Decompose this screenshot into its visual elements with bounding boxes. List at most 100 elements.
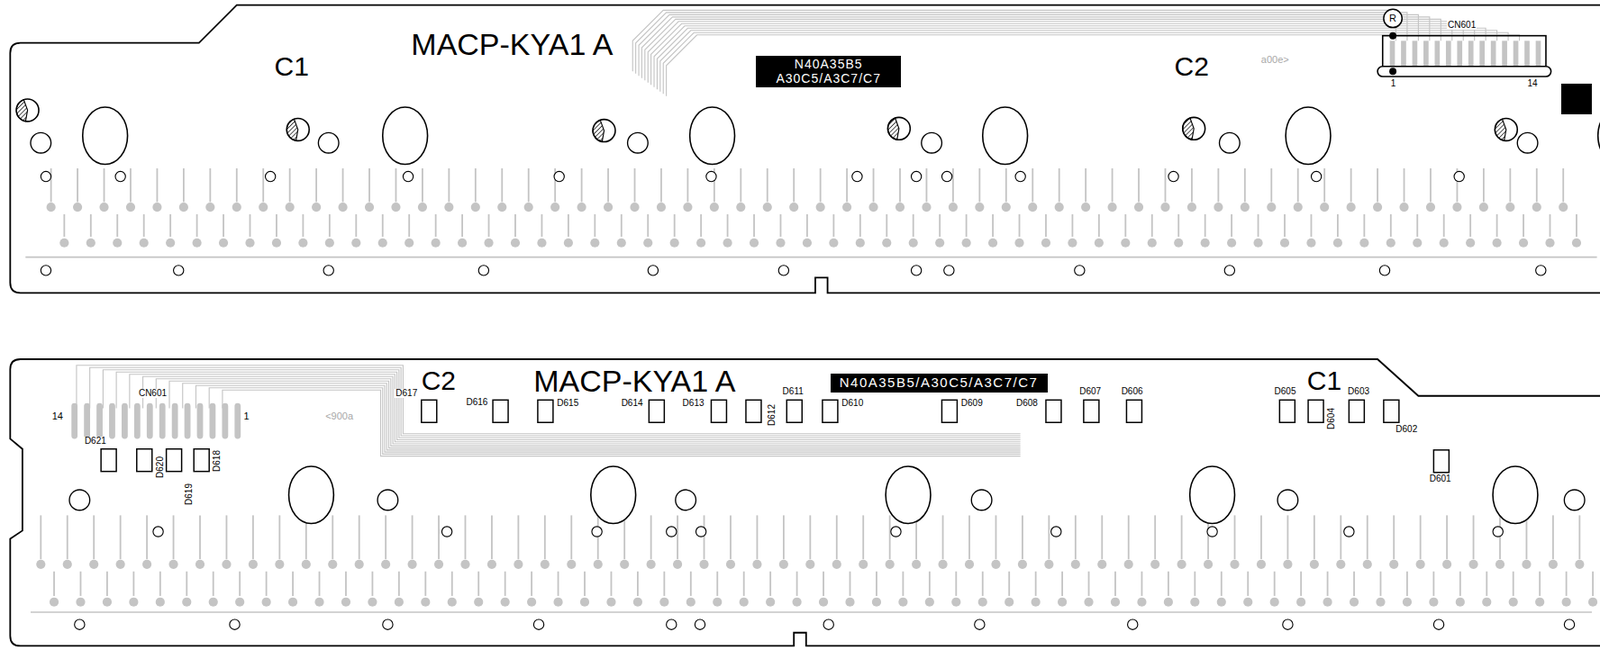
pad — [722, 238, 732, 248]
pad — [921, 202, 931, 212]
trace — [1522, 214, 1525, 237]
trace — [119, 515, 122, 560]
trace — [222, 214, 225, 237]
pad — [1054, 202, 1064, 212]
pad — [978, 598, 988, 608]
trace — [995, 515, 998, 560]
trace — [1098, 214, 1100, 237]
pad — [563, 238, 573, 248]
trace — [1164, 168, 1167, 202]
pad — [1217, 598, 1227, 608]
trace — [477, 572, 480, 597]
pad — [1492, 238, 1502, 248]
trace — [650, 515, 653, 560]
trace — [1350, 168, 1353, 202]
board-outline — [9, 359, 1600, 646]
trace — [928, 572, 931, 597]
connector-pin — [1479, 40, 1485, 67]
key-hole — [1598, 107, 1600, 164]
diode-footprint — [1308, 400, 1324, 423]
pad — [1120, 238, 1130, 248]
diode-footprint — [786, 400, 802, 423]
fiducial-square — [1561, 83, 1592, 115]
pad — [1548, 560, 1558, 570]
trace — [1100, 515, 1103, 560]
pad — [1333, 238, 1343, 248]
pad — [444, 202, 454, 212]
small-hole — [591, 527, 602, 537]
pad — [749, 238, 759, 248]
diode-ref: D617 — [394, 389, 419, 399]
pad — [1107, 202, 1117, 212]
pad — [1412, 238, 1422, 248]
trace — [1549, 214, 1552, 237]
trace — [1526, 515, 1528, 560]
trace — [500, 168, 503, 202]
trace — [1459, 572, 1462, 597]
trace — [756, 515, 759, 560]
pad — [909, 238, 919, 248]
trace — [368, 168, 371, 202]
trace — [464, 515, 467, 560]
trace — [700, 214, 702, 237]
pad — [1468, 560, 1478, 570]
silkscreen-mark: <900a — [324, 411, 355, 422]
small-hole — [852, 171, 863, 182]
trace — [76, 168, 79, 202]
trace — [1392, 515, 1395, 560]
pad — [1558, 202, 1568, 212]
trace — [1482, 168, 1485, 202]
pad — [1004, 598, 1014, 608]
pad — [337, 202, 347, 212]
diode-footprint — [745, 400, 762, 423]
pad — [1071, 560, 1081, 570]
trace — [1114, 572, 1117, 597]
small-hole — [264, 171, 275, 182]
trace — [1088, 572, 1091, 597]
key-hole — [690, 107, 736, 164]
pad — [116, 560, 126, 570]
trace — [1432, 572, 1435, 597]
pad — [842, 202, 852, 212]
trace — [1047, 515, 1050, 560]
pad — [1389, 560, 1399, 570]
connector-pin — [1490, 40, 1497, 67]
connector-ref: CN601 — [1446, 20, 1477, 30]
trace — [408, 214, 410, 237]
small-hole — [1127, 619, 1138, 630]
pad — [763, 202, 773, 212]
pad — [1041, 238, 1051, 248]
connector-pin — [1524, 40, 1530, 67]
trace — [199, 515, 201, 560]
pad — [818, 598, 828, 608]
pad — [550, 202, 560, 212]
pad — [394, 598, 404, 608]
pad — [1177, 560, 1187, 570]
small-hole — [778, 265, 789, 276]
small-hole — [1282, 619, 1293, 630]
trace — [1058, 168, 1061, 202]
trace — [809, 515, 811, 560]
pad — [617, 238, 627, 248]
pad — [298, 238, 308, 248]
pad — [487, 560, 497, 570]
pad — [682, 202, 692, 212]
pad — [272, 238, 282, 248]
trace — [1339, 515, 1342, 560]
pad — [205, 202, 215, 212]
connector-pin — [83, 403, 91, 440]
trace — [1124, 214, 1127, 237]
trace — [1234, 515, 1237, 560]
pad — [49, 598, 59, 608]
trace — [1323, 168, 1326, 202]
pad — [36, 560, 46, 570]
trace — [358, 515, 361, 560]
diode-ref: D601 — [1428, 474, 1453, 484]
connector-pin — [1536, 40, 1542, 67]
copper-traces — [25, 9, 1598, 613]
trace — [780, 214, 782, 237]
pad — [1136, 598, 1146, 608]
small-hole — [890, 527, 901, 537]
